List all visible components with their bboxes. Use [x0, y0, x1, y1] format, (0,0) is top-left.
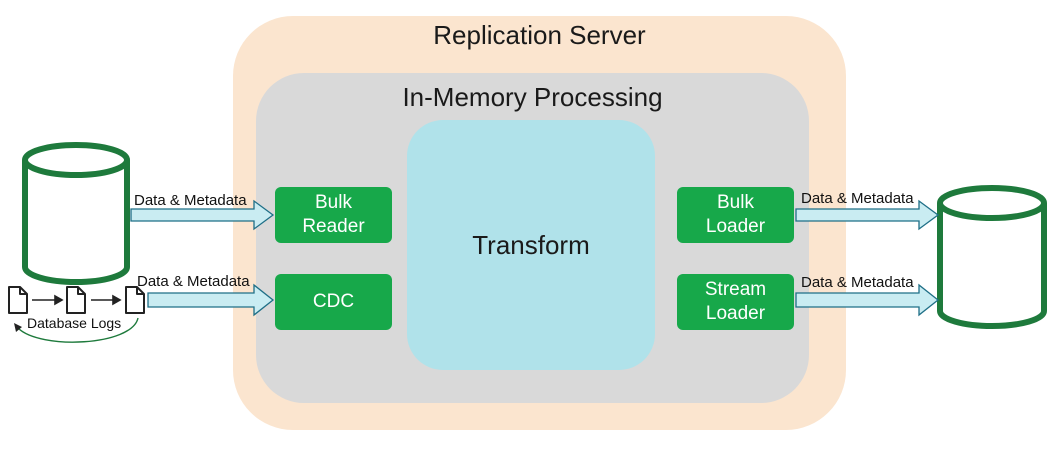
source-bulk-flow-arrow-icon — [130, 199, 275, 231]
target-stream-flow-label: Data & Metadata — [801, 274, 914, 291]
replication-server-title: Replication Server — [433, 20, 646, 50]
bulk-reader-box: Bulk Reader — [275, 187, 392, 243]
log-cycle-arrow-icon — [17, 317, 139, 343]
database-logs-label: Database Logs — [27, 315, 122, 331]
source-cdc-flow-label: Data & Metadata — [137, 273, 250, 290]
log-file-icon — [66, 286, 86, 314]
source-bulk-flow-label: Data & Metadata — [134, 192, 247, 209]
source-cdc-flow-arrow-icon — [147, 283, 275, 317]
log-file-icon — [8, 286, 28, 314]
bulk-loader-box: Bulk Loader — [677, 187, 794, 243]
target-stream-flow-arrow-icon — [795, 283, 940, 317]
source-database-icon — [22, 142, 130, 285]
cdc-box: CDC — [275, 274, 392, 330]
log-file-icon — [125, 286, 145, 314]
transform-label: Transform — [472, 229, 590, 260]
target-bulk-flow-arrow-icon — [795, 199, 940, 231]
transform-box: Transform — [407, 120, 655, 370]
target-database-icon — [937, 185, 1047, 329]
stream-loader-box: Stream Loader — [677, 274, 794, 330]
in-memory-processing-title: In-Memory Processing — [402, 82, 663, 112]
target-bulk-flow-label: Data & Metadata — [801, 190, 914, 207]
